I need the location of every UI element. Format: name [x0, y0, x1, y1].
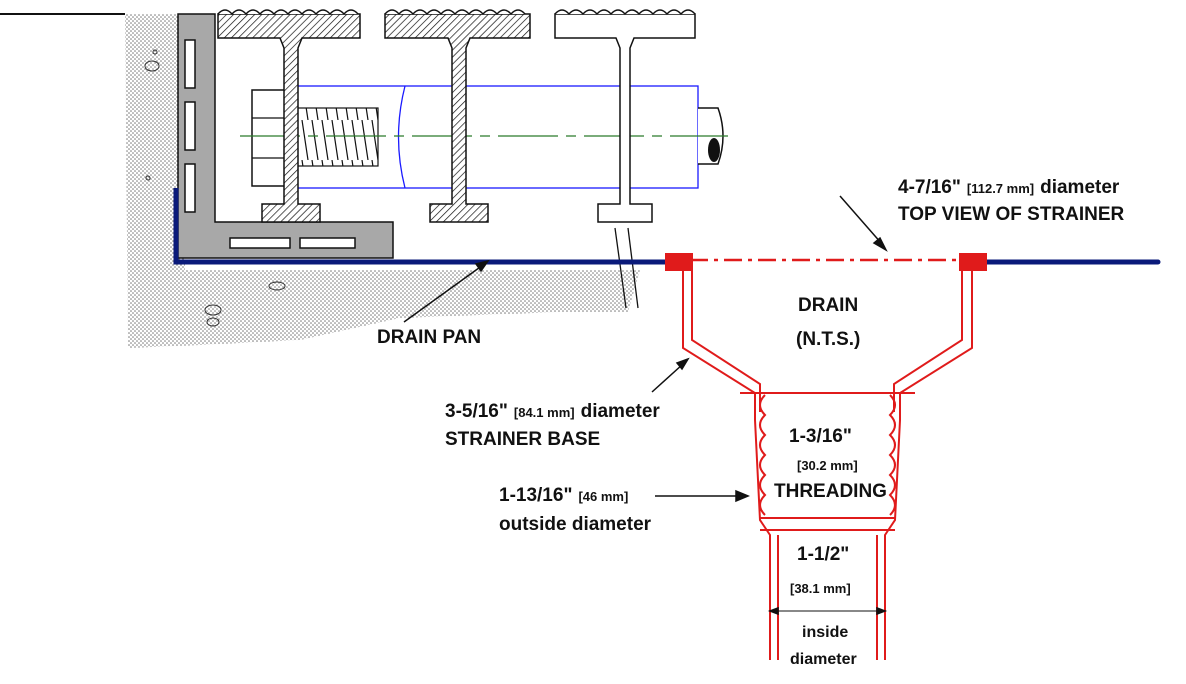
- inside-diameter-metric: [38.1 mm]: [790, 581, 851, 596]
- drain-body: [665, 253, 987, 660]
- concrete-wall: [125, 14, 640, 348]
- drain-pan-label: DRAIN PAN: [377, 327, 481, 348]
- bolt-threads: [285, 107, 379, 167]
- inside-caption-2: diameter: [790, 651, 857, 668]
- bracket-slots: [184, 39, 356, 249]
- nts-label: (N.T.S.): [796, 329, 860, 350]
- inside-diameter-dim: 1-1/2": [797, 544, 849, 565]
- top-view-dim: 4-7/16"[112.7 mm]diameter: [898, 177, 1120, 198]
- threading-dim: 1-3/16": [789, 426, 852, 447]
- outside-diameter-caption: outside diameter: [499, 514, 652, 535]
- inside-caption-1: inside: [802, 624, 848, 641]
- sleeve-curve: [397, 85, 406, 189]
- aggregate-stones: [144, 49, 286, 327]
- threading-metric: [30.2 mm]: [797, 458, 858, 473]
- tee-beam-3: [554, 9, 696, 309]
- angle-bracket: [177, 13, 394, 259]
- outside-diameter-dim: 1-13/16"[46 mm]: [499, 485, 628, 506]
- tee-beam-2: [384, 9, 531, 223]
- strainer-base-caption: STRAINER BASE: [445, 429, 600, 450]
- tee-beam-1: [217, 9, 361, 223]
- drain-label: DRAIN: [798, 295, 858, 316]
- threading-word: THREADING: [774, 481, 887, 502]
- strainer-base-dim: 3-5/16"[84.1 mm]diameter: [445, 401, 660, 422]
- top-view-caption: TOP VIEW OF STRAINER: [898, 204, 1125, 225]
- hex-bolt: [251, 89, 287, 187]
- leader-arrows: [403, 195, 888, 616]
- drain-pan: [173, 188, 690, 265]
